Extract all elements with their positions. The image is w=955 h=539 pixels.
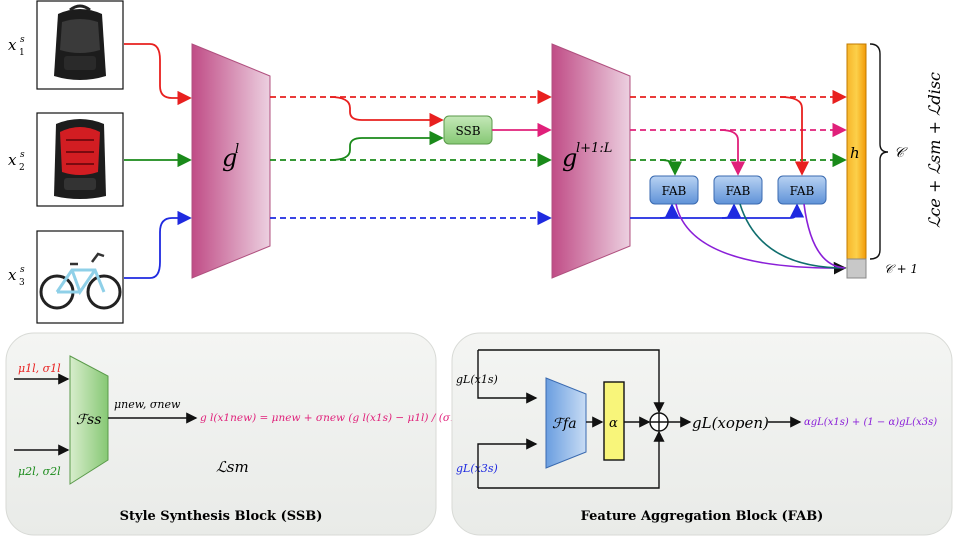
svg-text:s: s	[20, 150, 25, 160]
blue-line-to-fabs	[630, 203, 805, 219]
fab-result: αgL(x1s) + (1 − α)gL(x3s)	[804, 417, 937, 428]
svg-text:ℱss: ℱss	[76, 412, 101, 428]
svg-text:FAB: FAB	[662, 184, 687, 198]
svg-text:x: x	[8, 36, 17, 54]
svg-text:FAB: FAB	[790, 184, 815, 198]
fss-block	[69, 355, 109, 485]
ssb-input-2: μ2l, σ2l	[18, 465, 61, 478]
ssb-equation: g l(x1new) = μnew + σnew (g l(x1s) − μ1l…	[200, 412, 485, 424]
svg-text:g: g	[222, 144, 237, 172]
input-image-2	[36, 112, 124, 207]
open-class-cell	[846, 258, 867, 279]
arrow-green-to-fab1	[659, 159, 683, 176]
ssb-panel: μ1l, σ1l μ2l, σ2l ℱss μnew, σnew g l(x1n…	[5, 332, 485, 536]
input-label-1: x s 1	[8, 35, 25, 58]
svg-text:g: g	[562, 144, 577, 172]
svg-text:3: 3	[19, 278, 25, 288]
ffa-block	[545, 377, 587, 469]
known-classes-label: 𝒞	[894, 145, 908, 161]
ssb-button[interactable]: SSB	[443, 115, 493, 145]
svg-text:l+1:L: l+1:L	[576, 141, 612, 156]
ssb-output-label: μnew, σnew	[114, 398, 181, 411]
arrow-magenta-to-fab2	[719, 129, 746, 176]
classifier-head: h	[846, 43, 867, 279]
curve-fab3-to-open	[803, 203, 846, 269]
ssb-loss: ℒsm	[216, 458, 249, 476]
input-image-3	[36, 230, 124, 324]
arrow-green-to-ssb	[329, 130, 444, 161]
alpha-box	[603, 381, 625, 461]
curve-fab2-to-open	[739, 203, 846, 269]
blue-branch-fab1	[659, 203, 680, 219]
fab-panel: gL(x1s) gL(x3s) ℱfa α gL(xopen) αgL(x1s)…	[451, 332, 953, 536]
svg-text:l: l	[235, 142, 239, 157]
blue-branch-fab2	[721, 203, 742, 219]
svg-text:FAB: FAB	[726, 184, 751, 198]
svg-text:x: x	[8, 151, 17, 169]
fab-button-2[interactable]: FAB	[713, 175, 763, 205]
svg-text:2: 2	[19, 163, 25, 173]
svg-text:s: s	[20, 35, 25, 45]
fab-button-3[interactable]: FAB	[777, 175, 827, 205]
arrow-red-to-ssb	[329, 96, 444, 128]
loss-label: ℒce + ℒsm + ℒdisc	[925, 72, 944, 228]
arrow-x3-to-gl	[124, 210, 192, 279]
svg-text:ℱfa: ℱfa	[552, 416, 577, 432]
fab-input-1: gL(x1s)	[456, 373, 498, 386]
arrow-x1-to-gl	[124, 43, 192, 106]
ssb-input-1: μ1l, σ1l	[18, 362, 61, 375]
fab-caption: Feature Aggregation Block (FAB)	[581, 509, 824, 524]
svg-text:s: s	[20, 265, 25, 275]
arrow-red-to-fab3	[779, 96, 810, 176]
fab-output-label: gL(xopen)	[692, 414, 769, 432]
encoder-gl1L: g l+1:L	[551, 43, 631, 279]
svg-text:SSB: SSB	[455, 124, 480, 138]
ssb-caption: Style Synthesis Block (SSB)	[120, 509, 323, 524]
sum-node-icon	[649, 412, 669, 432]
svg-text:1: 1	[19, 48, 25, 58]
input-image-1	[36, 0, 124, 90]
svg-text:x: x	[8, 266, 17, 284]
open-class-label: 𝒞 + 1	[884, 262, 918, 276]
fab-button-1[interactable]: FAB	[649, 175, 699, 205]
svg-text:h: h	[850, 144, 860, 162]
input-label-2: x s 2	[8, 150, 25, 173]
fab-input-2: gL(x3s)	[456, 462, 498, 475]
known-classes-brace	[869, 43, 889, 260]
svg-text:α: α	[609, 416, 618, 431]
encoder-gl: g l	[191, 43, 271, 279]
curve-fab1-to-open	[675, 203, 847, 275]
input-label-3: x s 3	[8, 265, 25, 288]
